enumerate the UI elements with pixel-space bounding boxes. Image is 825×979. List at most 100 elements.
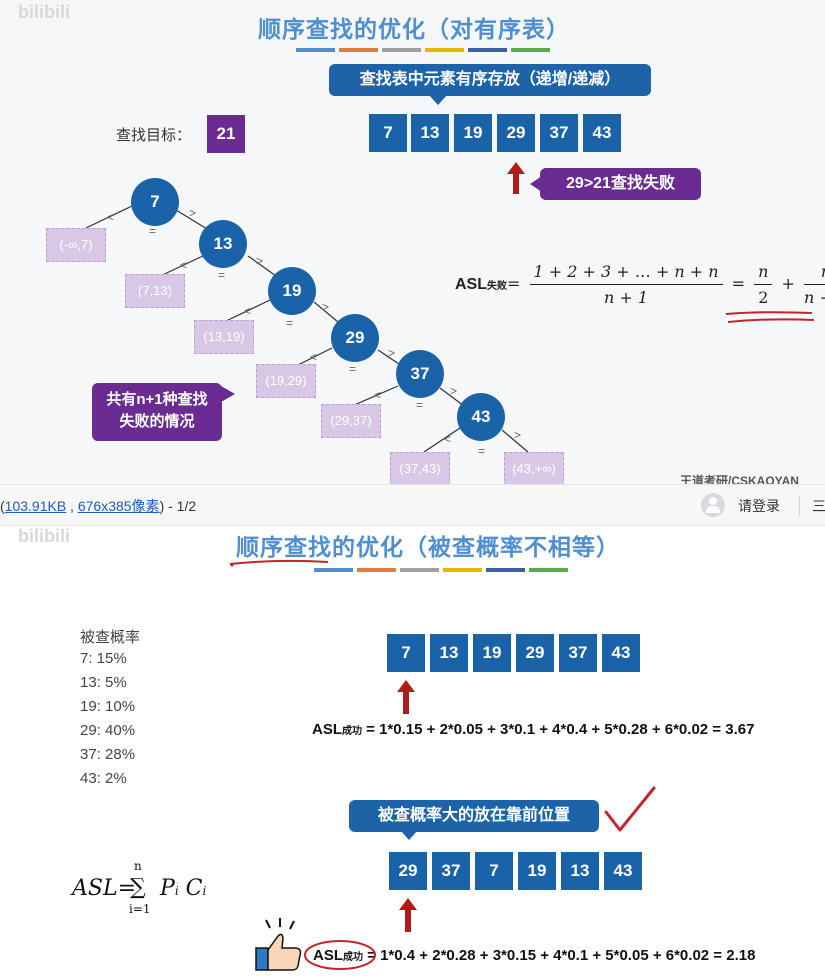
equals-symbol: = xyxy=(478,444,486,458)
red-underline-annotation xyxy=(229,559,329,567)
up-arrow-icon xyxy=(399,898,417,932)
color-bar xyxy=(443,568,482,572)
fraction: n 2 xyxy=(754,262,773,307)
numerator: 1 + 2 + 3 + … + n + n xyxy=(529,262,723,285)
greater-than-symbol: > xyxy=(256,254,264,268)
file-size-link[interactable]: 103.91KB xyxy=(4,498,67,514)
watermark: bilibili xyxy=(18,526,70,546)
less-than-symbol: < xyxy=(107,210,115,224)
equals-symbol: = xyxy=(286,316,294,330)
array-cell: 19 xyxy=(454,114,492,152)
equals-symbol: = xyxy=(416,398,424,412)
equals-symbol: = xyxy=(731,274,746,293)
less-than-symbol: < xyxy=(374,388,382,402)
fail-interval: (-∞,7) xyxy=(46,228,106,262)
asl-label: ASL xyxy=(312,721,342,738)
greater-than-symbol: > xyxy=(388,346,396,360)
array-cell: 43 xyxy=(604,852,642,890)
asl-general-formula: ASL= xyxy=(72,876,136,901)
equals-symbol: = xyxy=(218,268,226,282)
greater-than-symbol: > xyxy=(450,384,458,398)
asl-expression: = 1*0.15 + 2*0.05 + 3*0.1 + 4*0.4 + 5*0.… xyxy=(362,721,755,738)
dimensions-link[interactable]: 676x385像素 xyxy=(77,498,160,514)
ordered-callout: 查找表中元素有序存放（递增/递减） xyxy=(329,64,651,96)
fail-interval: (37,43) xyxy=(390,452,450,484)
color-bar xyxy=(314,568,353,572)
probability-item: 29: 40% xyxy=(80,722,136,739)
fail-cases-line: 失败的情况 xyxy=(119,413,195,430)
priority-callout-text: 被查概率大的放在靠前位置 xyxy=(377,807,570,824)
watermark: bilibili xyxy=(18,2,70,22)
asl-label: ASL xyxy=(455,276,487,293)
slide-ordered-table: bilibili 顺序查找的优化（对有序表） 查找表中元素有序存放（递增/递减）… xyxy=(0,0,825,484)
probability-item: 19: 10% xyxy=(80,698,136,715)
probability-item: 37: 28% xyxy=(80,746,136,763)
color-bar xyxy=(468,48,507,52)
color-bar xyxy=(357,568,396,572)
array-cell: 7 xyxy=(387,634,425,672)
callout-pointer xyxy=(530,176,542,192)
red-circle-annotation xyxy=(304,940,376,970)
asl-expression: = 1*0.4 + 2*0.28 + 3*0.15 + 4*0.1 + 5*0.… xyxy=(363,947,756,964)
less-than-symbol: < xyxy=(244,304,252,318)
denominator: n + 1 xyxy=(804,288,825,307)
color-bar-strip xyxy=(314,568,568,572)
equals-symbol: = xyxy=(507,274,521,293)
image-info: (103.91KB , 676x385像素) - 1/2 xyxy=(0,496,196,516)
color-bar xyxy=(486,568,525,572)
menu-icon[interactable]: 三 xyxy=(812,498,825,514)
array-cell: 7 xyxy=(369,114,407,152)
term-p-subscript: i xyxy=(174,884,179,898)
fail-interval: (29,37) xyxy=(321,404,381,438)
asl-subscript: 成功 xyxy=(342,726,362,737)
page-indicator: ) - 1/2 xyxy=(159,498,197,514)
equals-symbol: = xyxy=(349,362,357,376)
greater-than-symbol: > xyxy=(322,300,330,314)
footer-text: 王道考研/CSKAOYAN xyxy=(680,474,799,484)
target-value: 21 xyxy=(207,115,245,153)
asl-label: ASL xyxy=(313,947,343,964)
numerator: n xyxy=(804,262,825,285)
array-cell: 7 xyxy=(475,852,513,890)
fail-interval: (19,29) xyxy=(256,364,316,398)
color-bar-strip xyxy=(296,48,550,52)
asl-success-formula-2: ASL成功 = 1*0.4 + 2*0.28 + 3*0.15 + 4*0.1 … xyxy=(313,947,755,964)
tree-node: 7 xyxy=(131,178,179,226)
fail-cases-line: 共有n+1种查找 xyxy=(106,391,208,408)
array-cell: 29 xyxy=(516,634,554,672)
slide-title: 顺序查找的优化（被查概率不相等） xyxy=(236,534,620,560)
info-prefix: ( xyxy=(0,498,5,514)
tree-node: 19 xyxy=(268,267,316,315)
less-than-symbol: < xyxy=(310,350,318,364)
color-bar xyxy=(339,48,378,52)
ordered-callout-text: 查找表中元素有序存放（递增/递减） xyxy=(359,71,621,88)
color-bar xyxy=(296,48,335,52)
fail-interval: (7,13) xyxy=(125,274,185,308)
login-link[interactable]: 请登录 xyxy=(738,498,780,514)
up-arrow-icon xyxy=(507,162,525,194)
divider xyxy=(799,495,800,515)
asl-subscript: 失败 xyxy=(487,281,507,292)
target-label: 查找目标： xyxy=(116,127,192,144)
array-cell: 43 xyxy=(602,634,640,672)
array-cell: 19 xyxy=(518,852,556,890)
callout-pointer xyxy=(428,94,448,105)
array-cell: 43 xyxy=(583,114,621,152)
tree-node: 29 xyxy=(331,314,379,362)
array-cell: 29 xyxy=(389,852,427,890)
user-avatar-icon[interactable] xyxy=(701,493,725,517)
color-bar xyxy=(529,568,568,572)
array-cell: 13 xyxy=(430,634,468,672)
sum-term: Pi Ci xyxy=(160,876,206,901)
fraction: n n + 1 xyxy=(804,262,825,307)
sum-lower-limit: i=1 xyxy=(129,902,151,916)
fail-interval: (43,+∞) xyxy=(504,452,564,484)
callout-pointer xyxy=(400,830,418,840)
probability-item: 7: 15% xyxy=(80,650,127,667)
fail-note-callout: 29>21查找失败 xyxy=(540,168,701,200)
info-separator: , xyxy=(66,498,78,514)
array-cell: 37 xyxy=(559,634,597,672)
less-than-symbol: < xyxy=(444,432,452,446)
array-cell: 29 xyxy=(497,114,535,152)
array-cell: 13 xyxy=(561,852,599,890)
